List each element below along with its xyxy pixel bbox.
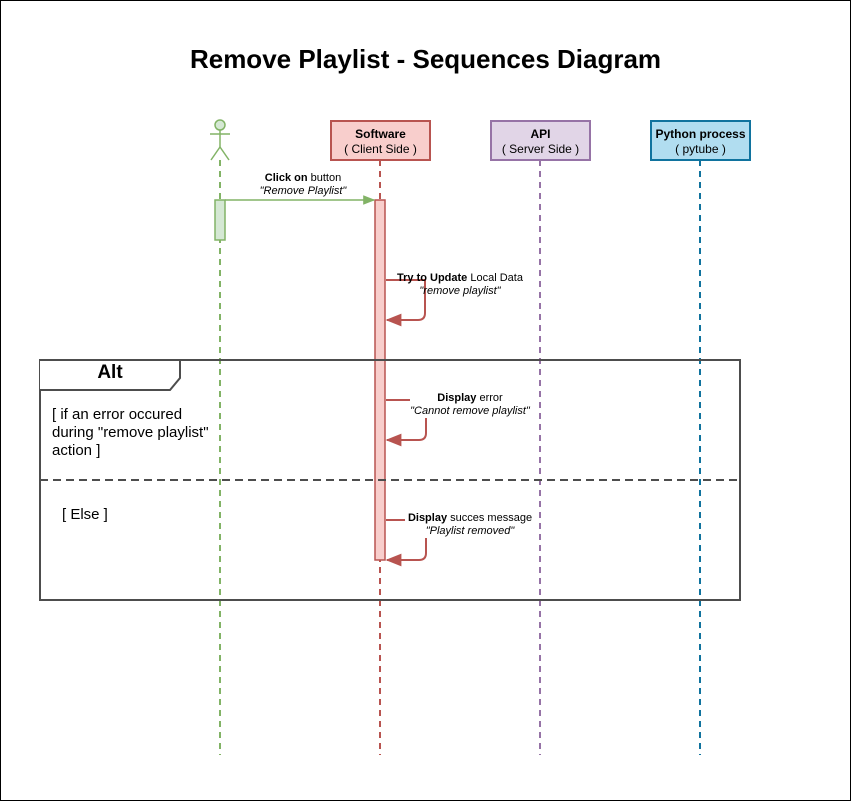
activation-software (374, 199, 386, 561)
message-label-click: Click on button "Remove Playlist" (243, 172, 363, 198)
activation-user (214, 199, 226, 241)
participant-api-sub: ( Server Side ) (501, 142, 580, 156)
message-label-update-bold: Try to Update (397, 272, 468, 284)
actor-icon (210, 119, 230, 161)
participant-software-name: Software (355, 127, 406, 141)
self-message-success (386, 519, 427, 560)
message-label-error: Display error "Cannot remove playlist" (400, 392, 540, 418)
message-label-click-bold: Click on (264, 172, 308, 184)
participant-python-name: Python process (655, 127, 746, 141)
alt-guard-else: [ Else ] (62, 506, 108, 523)
message-label-error-italic: "Cannot remove playlist" (410, 405, 530, 417)
participant-python: Python process ( pytube ) (650, 120, 751, 161)
participant-api-name: API (530, 127, 551, 141)
alt-guard-error-line3: action ] (52, 442, 101, 459)
self-message-error (386, 399, 427, 440)
message-label-click-italic: "Remove Playlist" (259, 185, 347, 197)
message-label-success-rest: succes message (447, 512, 533, 524)
message-label-error-bold: Display (437, 392, 477, 404)
alt-guard-error: [ if an error occured during "remove pla… (52, 406, 222, 460)
alt-guard-error-line2: during "remove playlist" (52, 424, 209, 441)
message-label-success-bold: Display (407, 512, 448, 524)
alt-fragment-tab (40, 359, 181, 391)
participant-software-sub: ( Client Side ) (344, 142, 417, 156)
message-label-success-italic: "Playlist removed" (425, 525, 515, 537)
message-label-update-rest: Local Data (467, 272, 523, 284)
alt-guard-error-line1: [ if an error occured (52, 406, 183, 423)
participant-software: Software ( Client Side ) (330, 120, 431, 161)
diagram-title: Remove Playlist - Sequences Diagram (189, 44, 662, 74)
message-label-update-italic: "remove playlist" (419, 285, 501, 297)
message-label-click-rest: button (307, 172, 342, 184)
self-message-update (385, 279, 426, 327)
message-label-error-rest: error (476, 392, 503, 404)
alt-fragment-label: Alt (97, 362, 123, 383)
participant-python-sub: ( pytube ) (675, 142, 726, 156)
message-label-update: Try to Update Local Data "remove playlis… (390, 272, 530, 298)
message-label-success: Display succes message "Playlist removed… (400, 512, 540, 538)
participant-api: API ( Server Side ) (490, 120, 591, 161)
